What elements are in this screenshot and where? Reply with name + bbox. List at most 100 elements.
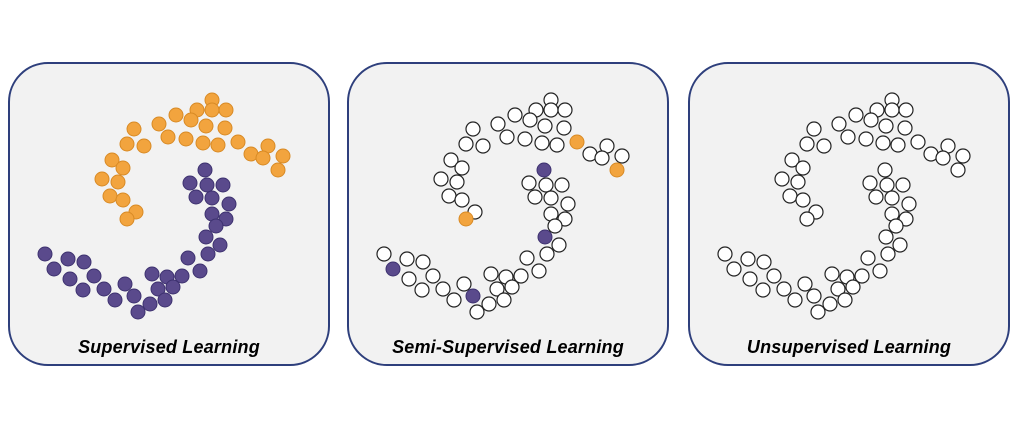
unlabeled-point (522, 112, 538, 128)
unlabeled-point (543, 190, 559, 206)
unlabeled-point (868, 189, 884, 205)
unlabeled-point (499, 129, 515, 145)
purple-point (208, 218, 224, 234)
unlabeled-point (955, 148, 971, 164)
unlabeled-point (858, 131, 874, 147)
unlabeled-point (880, 246, 896, 262)
caption-unsupervised: Unsupervised Learning (746, 337, 952, 357)
orange-point (110, 174, 126, 190)
purple-point (76, 254, 92, 270)
labeled-orange-point (609, 162, 625, 178)
purple-point (60, 251, 76, 267)
unlabeled-point (910, 134, 926, 150)
purple-point (117, 276, 133, 292)
orange-point (218, 102, 234, 118)
unlabeled-point (824, 266, 840, 282)
unlabeled-point (795, 160, 811, 176)
unlabeled-point (717, 246, 733, 262)
unlabeled-point (740, 251, 756, 267)
unlabeled-point (425, 268, 441, 284)
purple-point (150, 281, 166, 297)
orange-point (102, 188, 118, 204)
unlabeled-point (481, 296, 497, 312)
orange-point (151, 116, 167, 132)
unlabeled-point (806, 288, 822, 304)
orange-point (160, 129, 176, 145)
unlabeled-point (742, 271, 758, 287)
unlabeled-point (878, 118, 894, 134)
purple-point (221, 196, 237, 212)
unlabeled-point (594, 150, 610, 166)
unlabeled-point (465, 121, 481, 137)
purple-point (192, 263, 208, 279)
unlabeled-point (549, 137, 565, 153)
panel-supervised: Supervised Learning (8, 62, 330, 366)
panel-unsupervised: Unsupervised Learning (688, 62, 1010, 366)
unlabeled-point (521, 175, 537, 191)
unlabeled-point (897, 120, 913, 136)
unlabeled-point (878, 229, 894, 245)
unlabeled-point (557, 102, 573, 118)
unlabeled-point (401, 271, 417, 287)
unlabeled-point (784, 152, 800, 168)
unlabeled-point (556, 120, 572, 136)
dots-supervised (37, 92, 291, 320)
unlabeled-point (806, 121, 822, 137)
unlabeled-point (537, 118, 553, 134)
unlabeled-point (935, 150, 951, 166)
unlabeled-point (888, 218, 904, 234)
unlabeled-point (399, 251, 415, 267)
orange-point (126, 121, 142, 137)
unlabeled-point (504, 279, 520, 295)
purple-point (144, 266, 160, 282)
unlabeled-point (837, 292, 853, 308)
unlabeled-point (862, 175, 878, 191)
panel-semi-supervised: Semi-Supervised Learning (347, 62, 669, 366)
purple-point (182, 175, 198, 191)
unlabeled-point (879, 177, 895, 193)
unlabeled-point (726, 261, 742, 277)
unlabeled-point (795, 192, 811, 208)
unlabeled-point (376, 246, 392, 262)
unlabeled-point (490, 116, 506, 132)
orange-point (183, 112, 199, 128)
purple-point (199, 177, 215, 193)
unlabeled-point (901, 196, 917, 212)
purple-point (157, 292, 173, 308)
purple-point (188, 189, 204, 205)
unlabeled-point (884, 102, 900, 118)
orange-point (195, 135, 211, 151)
unlabeled-point (435, 281, 451, 297)
unlabeled-point (531, 263, 547, 279)
labeled-purple-point (385, 261, 401, 277)
orange-point (204, 102, 220, 118)
orange-point (230, 134, 246, 150)
purple-point (75, 282, 91, 298)
unlabeled-point (446, 292, 462, 308)
unlabeled-point (519, 250, 535, 266)
unlabeled-point (860, 250, 876, 266)
purple-point (212, 237, 228, 253)
orange-point (255, 150, 271, 166)
orange-point (178, 131, 194, 147)
caption-supervised: Supervised Learning (78, 337, 260, 357)
unlabeled-point (507, 107, 523, 123)
purple-point (197, 162, 213, 178)
orange-point (210, 137, 226, 153)
unlabeled-point (539, 246, 555, 262)
unlabeled-point (782, 188, 798, 204)
unlabeled-point (560, 196, 576, 212)
unlabeled-point (854, 268, 870, 284)
unlabeled-point (614, 148, 630, 164)
purple-point (180, 250, 196, 266)
labeled-orange-point (458, 211, 474, 227)
unlabeled-point (755, 282, 771, 298)
unlabeled-point (489, 281, 505, 297)
unlabeled-point (414, 282, 430, 298)
unlabeled-point (816, 138, 832, 154)
unlabeled-point (895, 177, 911, 193)
unlabeled-point (543, 102, 559, 118)
purple-point (165, 279, 181, 295)
unlabeled-point (527, 189, 543, 205)
purple-point (37, 246, 53, 262)
